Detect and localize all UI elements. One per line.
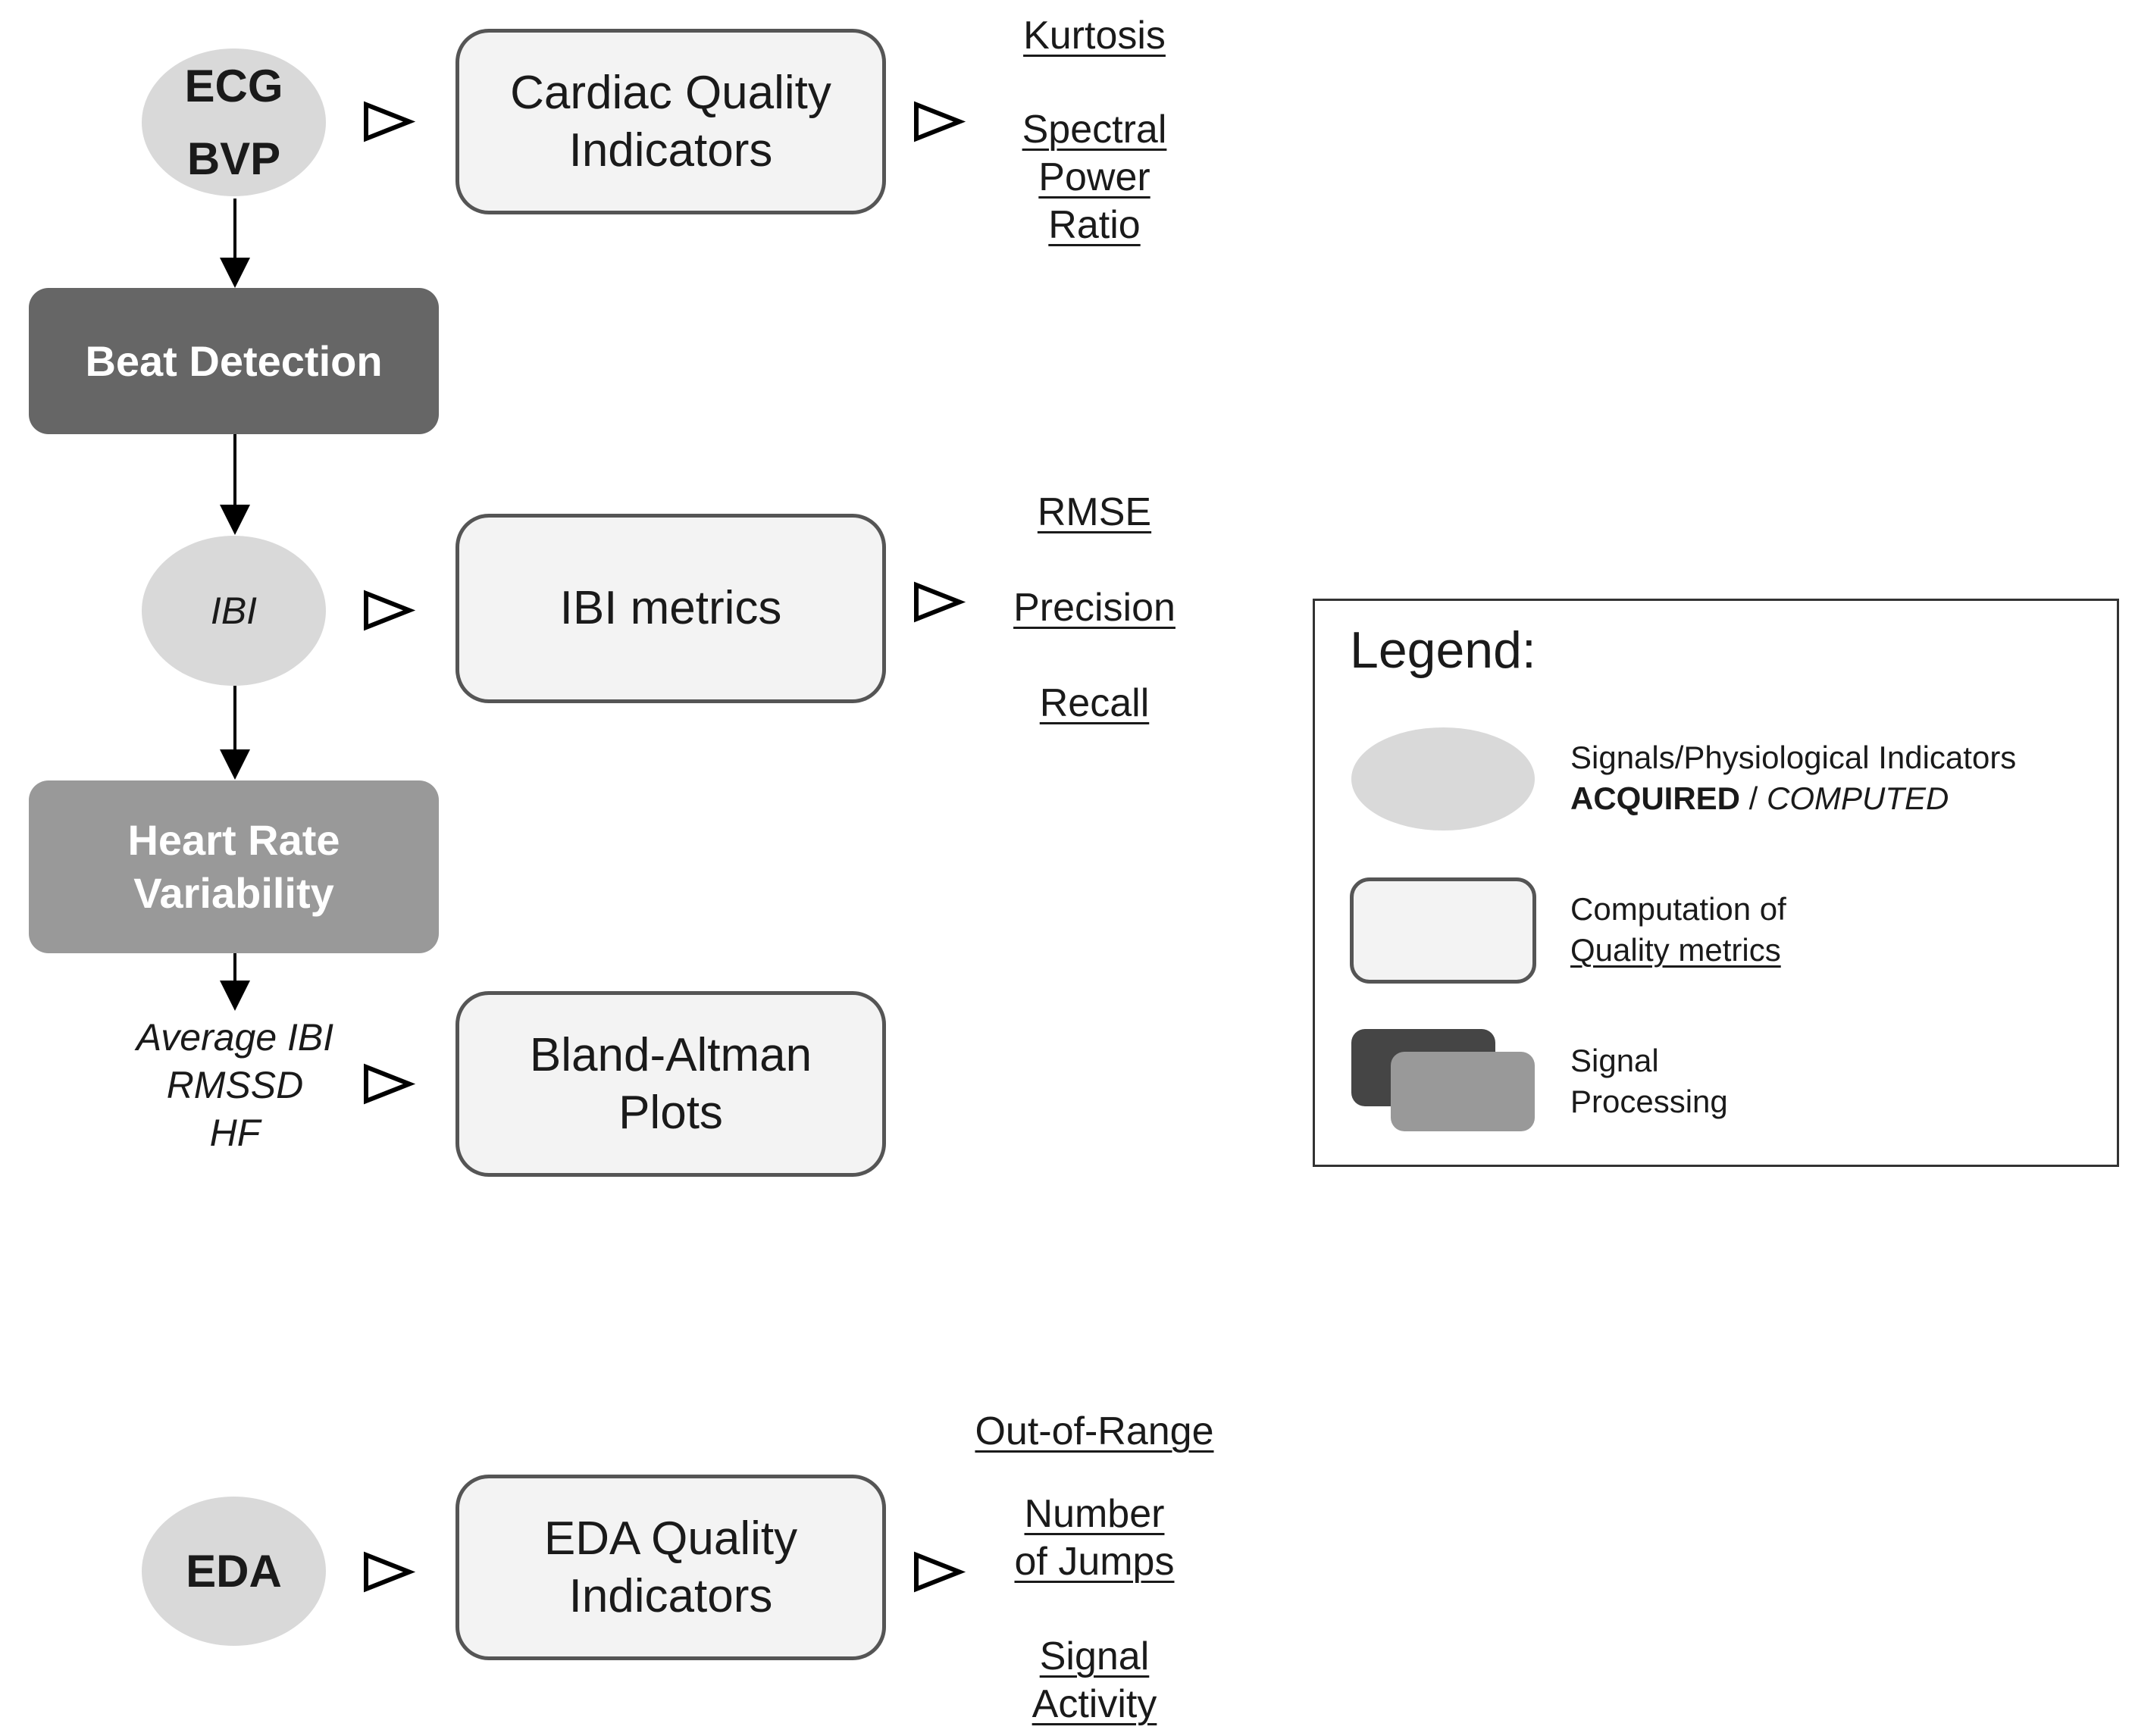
eda-signal-label: EDA: [186, 1546, 282, 1597]
metric-recall: Recall: [943, 680, 1246, 727]
eda-signal-node: EDA: [142, 1497, 326, 1646]
metric-signal-activity: Signal Activity: [943, 1633, 1246, 1728]
legend-acquired: ACQUIRED: [1570, 780, 1741, 816]
bland-altman-label-line2: Plots: [618, 1086, 723, 1139]
metric-out-of-range: Out-of-Range: [943, 1408, 1246, 1456]
legend-computation-text: Computation of Quality metrics: [1570, 889, 2101, 971]
triangle-marker: [914, 101, 966, 142]
eda-quality-label-line2: Indicators: [568, 1569, 773, 1622]
metric-spectral-power-ratio: Spectral Power Ratio: [943, 106, 1246, 249]
triangle-marker: [914, 581, 966, 623]
cardiac-quality-label-line2: Indicators: [568, 124, 773, 177]
flow-triangles: [364, 101, 966, 1593]
metric-rmse-label: RMSE: [1037, 490, 1152, 534]
signal-bvp-label: BVP: [186, 133, 281, 184]
legend-signals-line2: ACQUIRED / COMPUTED: [1570, 778, 2101, 819]
triangle-marker: [364, 1063, 416, 1105]
ecg-bvp-signal-node: ECG BVP: [142, 48, 326, 196]
legend-computation-box-icon: [1350, 877, 1536, 984]
ibi-metrics-label: IBI metrics: [559, 582, 782, 635]
legend-processing-line2: Processing: [1570, 1084, 1728, 1119]
metric-kurtosis-label: Kurtosis: [1023, 14, 1166, 58]
beat-detection-node: Beat Detection: [29, 288, 439, 434]
legend-processing-text: Signal Processing: [1570, 1040, 2101, 1122]
metric-precision-label: Precision: [1013, 586, 1176, 630]
triangle-marker: [914, 1551, 966, 1593]
legend-processing-light-icon: [1391, 1052, 1535, 1131]
metric-out-of-range-label: Out-of-Range: [975, 1409, 1214, 1453]
legend-signals-text: Signals/Physiological Indicators ACQUIRE…: [1570, 737, 2101, 819]
hrv-output-average-ibi: Average IBI: [136, 1015, 334, 1059]
legend-separator: /: [1740, 780, 1767, 816]
hrv-output-hf: HF: [209, 1111, 261, 1154]
ibi-metrics-box: IBI metrics: [455, 514, 886, 703]
metric-rmse: RMSE: [943, 489, 1246, 536]
metric-recall-label: Recall: [1039, 681, 1150, 725]
triangle-marker: [364, 101, 416, 142]
cardiac-quality-label-line1: Cardiac Quality: [510, 66, 831, 119]
metric-kurtosis: Kurtosis: [943, 12, 1246, 60]
legend-computed: COMPUTED: [1767, 780, 1949, 816]
hrv-node: Heart Rate Variability: [29, 780, 439, 953]
cardiac-quality-box: Cardiac Quality Indicators: [455, 29, 886, 214]
metric-number-of-jumps: Number of Jumps: [943, 1490, 1246, 1586]
legend-signal-ellipse-icon: [1351, 727, 1535, 830]
metric-jumps-line1: Number: [1024, 1492, 1165, 1536]
legend-signals-line1: Signals/Physiological Indicators: [1570, 740, 2017, 775]
bland-altman-box: Bland-Altman Plots: [455, 991, 886, 1177]
metric-spectral-line1: Spectral: [1022, 108, 1167, 152]
legend-computation-line1: Computation of: [1570, 891, 1786, 927]
metric-spectral-line2: Power: [1038, 155, 1150, 199]
bland-altman-label-line1: Bland-Altman: [529, 1028, 812, 1081]
hrv-output-rmssd: RMSSD: [166, 1063, 304, 1106]
metric-precision: Precision: [943, 584, 1246, 632]
metric-jumps-line2: of Jumps: [1014, 1540, 1175, 1584]
metric-spectral-line3: Ratio: [1048, 203, 1141, 247]
hrv-outputs: Average IBI RMSSD HF: [76, 1013, 394, 1157]
ibi-signal-node: IBI: [142, 536, 326, 686]
eda-quality-label-line1: EDA Quality: [543, 1512, 798, 1565]
legend-title: Legend:: [1350, 621, 1536, 679]
legend-panel: Legend: Signals/Physiological Indicators…: [1313, 599, 2119, 1167]
metric-activity-line1: Signal: [1039, 1634, 1150, 1678]
beat-detection-label: Beat Detection: [85, 337, 383, 385]
triangle-marker: [364, 1551, 416, 1593]
ibi-signal-label: IBI: [210, 590, 258, 632]
triangle-marker: [364, 590, 416, 631]
legend-computation-line2: Quality metrics: [1570, 932, 1781, 968]
signal-ecg-label: ECG: [184, 60, 283, 111]
metric-activity-line2: Activity: [1031, 1682, 1157, 1726]
hrv-label-line2: Variability: [133, 869, 334, 917]
eda-quality-box: EDA Quality Indicators: [455, 1475, 886, 1660]
legend-processing-line1: Signal: [1570, 1043, 1659, 1078]
hrv-label-line1: Heart Rate: [127, 816, 340, 864]
